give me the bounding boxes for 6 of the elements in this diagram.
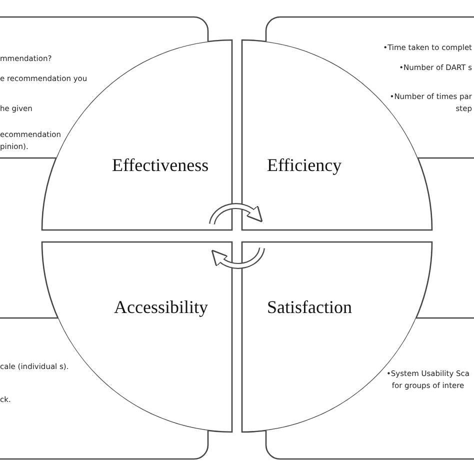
cycle-arrow — [210, 247, 265, 269]
quadrant-title: Satisfaction — [267, 297, 352, 318]
quadrant-title: Effectiveness — [112, 155, 209, 176]
cycle-arrow — [209, 203, 264, 225]
quadrant-title: Efficiency — [267, 155, 342, 176]
quadrant-title: Accessibility — [114, 297, 208, 318]
